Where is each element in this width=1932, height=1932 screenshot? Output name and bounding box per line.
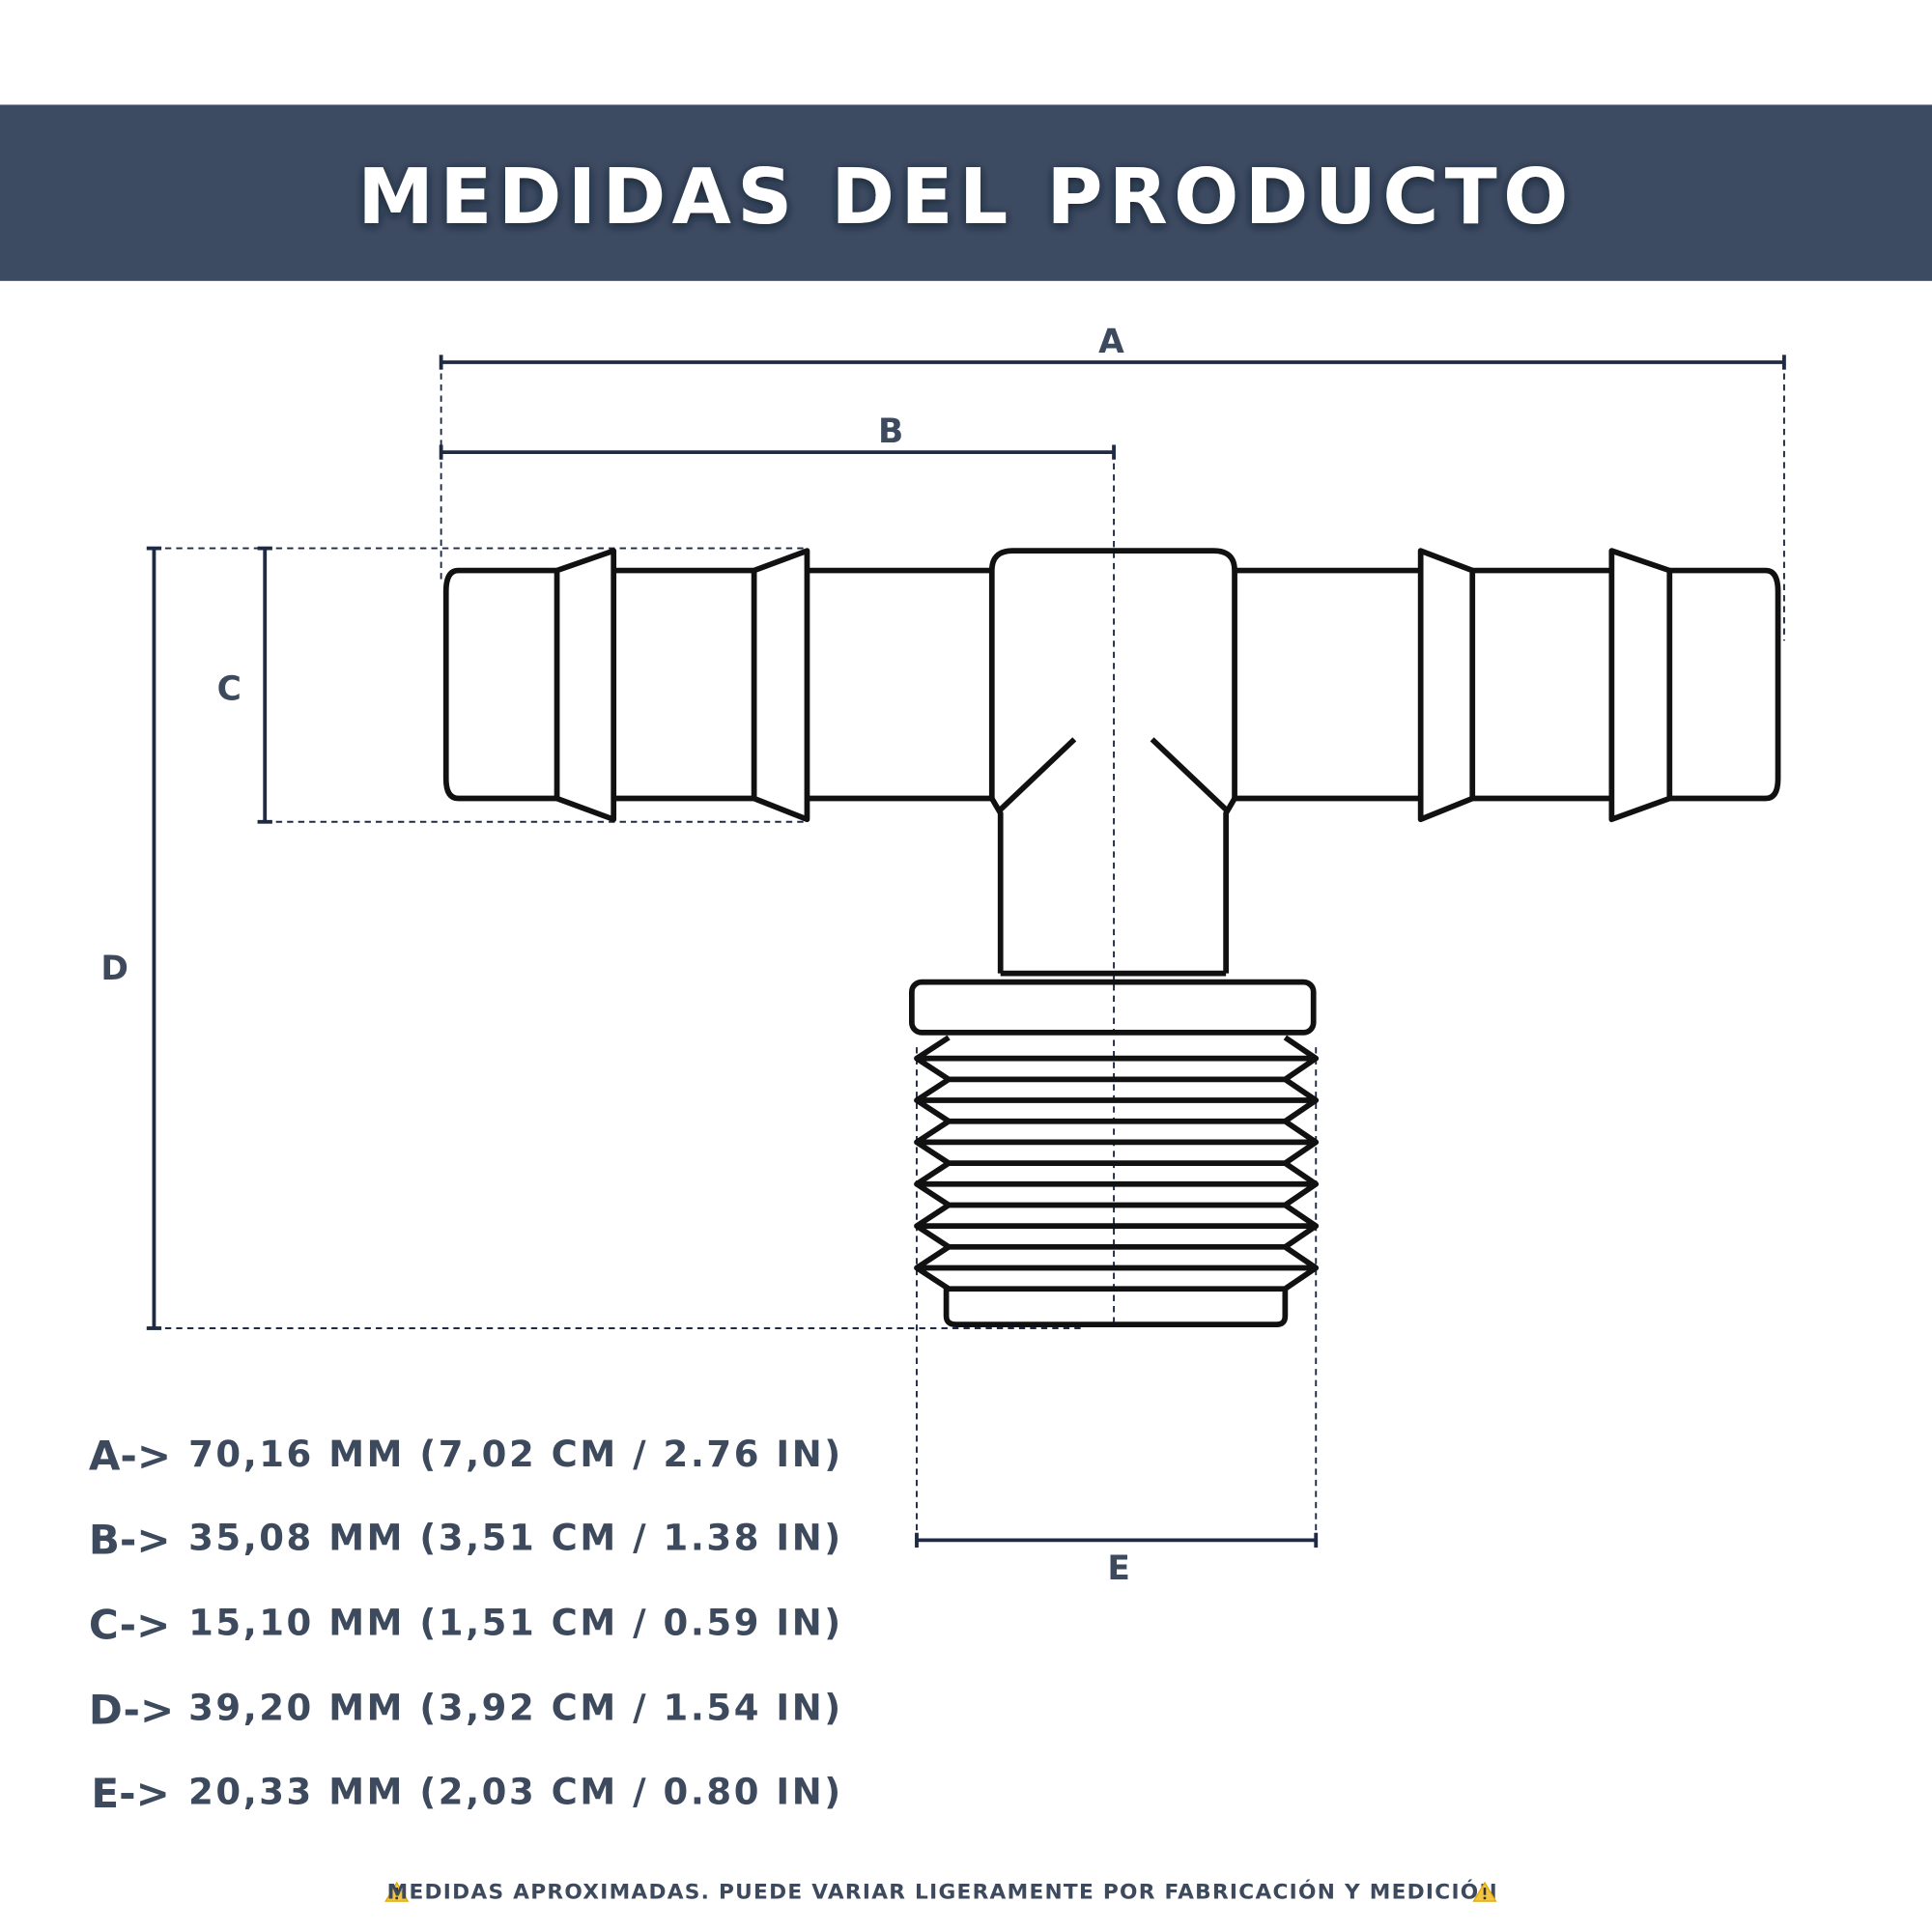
dimension-label-e: E: [1107, 1549, 1130, 1588]
dimension-b: B: [439, 412, 1116, 1327]
dimension-a: A: [439, 323, 1786, 641]
dimension-label-a: A: [1098, 323, 1124, 361]
measurement-a: A-> 70,16 MM (7,02 CM / 2.76 IN): [89, 1433, 842, 1480]
measurement-d: D-> 39,20 MM (3,92 CM / 1.54 IN): [89, 1686, 842, 1733]
measurement-value: 35,08 MM (3,51 CM / 1.38 IN): [188, 1518, 842, 1559]
measurement-c: C-> 15,10 MM (1,51 CM / 0.59 IN): [89, 1601, 842, 1648]
warning-icon: [384, 1881, 410, 1902]
measurement-value: 20,33 MM (2,03 CM / 0.80 IN): [188, 1771, 842, 1812]
warning-icon: [1472, 1881, 1497, 1902]
measurements-list: A-> 70,16 MM (7,02 CM / 2.76 IN) B-> 35,08…: [89, 1433, 842, 1817]
measurement-key: A->: [89, 1433, 171, 1480]
dimension-c: C: [217, 546, 808, 824]
measurement-e: E-> 20,33 MM (2,03 CM / 0.80 IN): [91, 1770, 842, 1817]
dimension-d: D: [100, 546, 1085, 1330]
dimension-label-d: D: [100, 950, 128, 988]
measurement-value: 39,20 MM (3,92 CM / 1.54 IN): [188, 1688, 842, 1729]
measurement-value: 70,16 MM (7,02 CM / 2.76 IN): [188, 1434, 842, 1475]
dimension-label-c: C: [217, 669, 242, 708]
measurement-value: 15,10 MM (1,51 CM / 0.59 IN): [188, 1603, 842, 1644]
tee-fitting-drawing: [442, 548, 1781, 1328]
measurement-key: E->: [91, 1770, 169, 1817]
dimension-e: E: [915, 1047, 1319, 1588]
footer-note: MEDIDAS APROXIMADAS. PUEDE VARIAR LIGERA…: [384, 1880, 1498, 1905]
page-title: MEDIDAS DEL PRODUCTO: [357, 153, 1574, 242]
footer-text: MEDIDAS APROXIMADAS. PUEDE VARIAR LIGERA…: [387, 1880, 1498, 1905]
measurement-key: C->: [89, 1601, 171, 1648]
header-band: [0, 104, 1932, 281]
measurement-key: B->: [89, 1516, 171, 1563]
measurement-key: D->: [89, 1686, 174, 1733]
measurement-b: B-> 35,08 MM (3,51 CM / 1.38 IN): [89, 1516, 842, 1563]
dimension-label-b: B: [878, 412, 903, 451]
